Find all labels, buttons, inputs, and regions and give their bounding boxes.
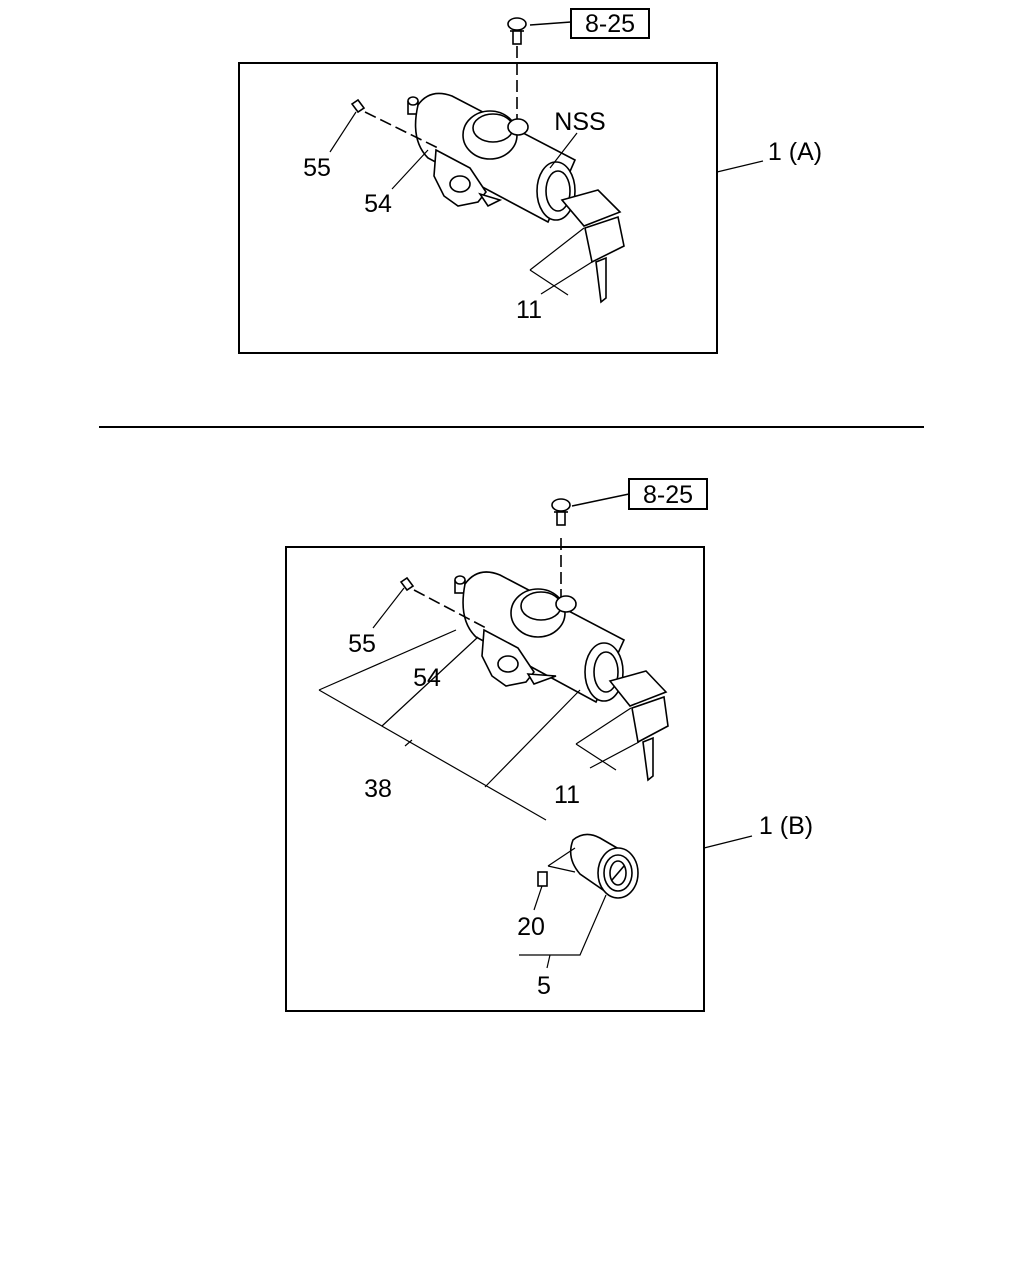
top-assembly-label: 1 (A) — [768, 138, 822, 166]
top-screw-55-icon — [350, 98, 439, 149]
top-assembly-view: 8-25 — [238, 8, 822, 354]
bottom-callout-5: 5 — [537, 972, 551, 1000]
bottom-callout-11: 11 — [554, 781, 580, 809]
top-ref-label: 8-25 — [585, 10, 635, 38]
top-ref-box[interactable]: 8-25 — [570, 8, 650, 39]
bottom-callout-54: 54 — [413, 664, 441, 692]
bottom-callout-20: 20 — [517, 913, 545, 941]
bottom-assembly-label: 1 (B) — [759, 812, 813, 840]
bottom-ref-label: 8-25 — [643, 481, 693, 509]
bottom-screw-55-icon — [399, 576, 487, 629]
top-assembly-frame — [238, 62, 718, 354]
top-callout-11: 11 — [516, 296, 542, 324]
bottom-switch-body-icon — [454, 571, 669, 782]
bottom-mounting-screw-icon — [551, 493, 630, 606]
top-leader-lines — [329, 111, 764, 296]
bottom-leader-lines — [318, 587, 753, 969]
top-callout-55: 55 — [303, 154, 331, 182]
bottom-callout-38: 38 — [364, 775, 392, 803]
bottom-key-cylinder-icon — [537, 833, 639, 899]
bottom-assembly-view: 8-25 — [285, 478, 813, 1012]
top-switch-body-icon — [407, 92, 625, 304]
bottom-assembly-frame — [285, 546, 705, 1012]
bottom-callout-55: 55 — [348, 630, 376, 658]
top-callout-nss: NSS — [554, 108, 605, 136]
top-callout-54: 54 — [364, 190, 392, 218]
bottom-ref-box[interactable]: 8-25 — [628, 478, 708, 510]
top-mounting-screw-icon — [507, 17, 572, 125]
